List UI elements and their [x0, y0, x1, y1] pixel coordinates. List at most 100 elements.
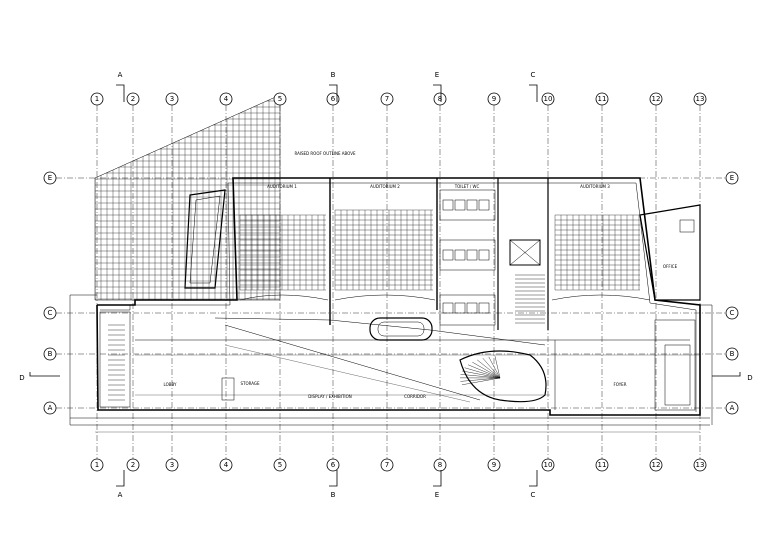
grid-col-bottom-12-label: 12 — [652, 461, 661, 469]
grid-col-bottom-12: 12 — [649, 458, 663, 472]
grid-col-bottom-13-label: 13 — [696, 461, 705, 469]
room-label-aud2: AUDITORIUM 2 — [370, 184, 400, 189]
grid-row-right-A-label: A — [730, 404, 735, 412]
grid-col-bottom-11-label: 11 — [598, 461, 607, 469]
grid-col-top-11: 11 — [595, 92, 609, 106]
grid-row-left-C: C — [43, 306, 57, 320]
grid-col-bottom-13: 13 — [693, 458, 707, 472]
grid-col-bottom-2: 2 — [126, 458, 140, 472]
section-markers: A B E C A B E C D D — [19, 71, 752, 499]
grid-col-bottom-4-label: 4 — [224, 461, 229, 469]
grid-col-bottom-6-label: 6 — [331, 461, 336, 469]
grid-col-bottom-4: 4 — [219, 458, 233, 472]
room-label-storage: STORAGE — [240, 381, 260, 386]
grid-row-right-E: E — [725, 171, 739, 185]
grid-col-top-3: 3 — [165, 92, 179, 106]
grid-col-top-6: 6 — [326, 92, 340, 106]
grid-col-top-1: 1 — [90, 92, 104, 106]
grid-row-left-A: A — [43, 401, 57, 415]
grid-col-top-1-label: 1 — [95, 95, 99, 103]
top-note: RAISED ROOF OUTLINE ABOVE — [294, 151, 356, 156]
grid-col-bottom-1-label: 1 — [95, 461, 99, 469]
room-label-lobby: LOBBY — [164, 382, 178, 387]
room-label-aud1: AUDITORIUM 1 — [267, 184, 297, 189]
grid-col-bottom-9-label: 9 — [492, 461, 496, 469]
grid-row-bubbles-right: E C B A — [725, 171, 739, 415]
section-bottom-2: E — [435, 491, 439, 499]
grid-col-top-13: 13 — [693, 92, 707, 106]
section-side-1: D — [747, 374, 752, 382]
section-top-0: A — [118, 71, 123, 79]
auditorium-walls — [239, 178, 651, 330]
grid-row-right-B-label: B — [730, 350, 735, 358]
grid-row-left-A-label: A — [48, 404, 53, 412]
grid-row-bubbles-left: E C B A — [43, 171, 57, 415]
grid-col-top-2-label: 2 — [131, 95, 135, 103]
grid-row-right-E-label: E — [730, 174, 734, 182]
grid-row-left-B-label: B — [48, 350, 53, 358]
grid-col-top-6-label: 6 — [331, 95, 336, 103]
section-bottom-3: C — [531, 491, 536, 499]
grid-col-bottom-8: 8 — [433, 458, 447, 472]
grid-col-bottom-1: 1 — [90, 458, 104, 472]
grid-col-bottom-5-label: 5 — [278, 461, 282, 469]
grid-col-bottom-6: 6 — [326, 458, 340, 472]
grid-col-bottom-11: 11 — [595, 458, 609, 472]
building-outline — [69, 177, 713, 433]
room-label-corridor: CORRIDOR — [404, 394, 426, 399]
room-label-office: OFFICE — [663, 264, 678, 269]
room-label-toilet: TOILET / WC — [454, 184, 480, 189]
grid-row-right-B: B — [725, 347, 739, 361]
grid-col-bottom-10: 10 — [541, 458, 555, 472]
section-bottom-0: A — [118, 491, 123, 499]
grid-col-top-9: 9 — [487, 92, 501, 106]
grid-col-top-7: 7 — [380, 92, 394, 106]
room-label-foyer: FOYER — [614, 382, 627, 387]
grid-col-top-10-label: 10 — [544, 95, 553, 103]
foyer-walls — [99, 311, 700, 411]
spiral-stair — [369, 317, 547, 403]
grid-row-right-A: A — [725, 401, 739, 415]
grid-col-bottom-2-label: 2 — [131, 461, 135, 469]
grid-row-right-C: C — [725, 306, 739, 320]
room-labels: AUDITORIUM 1 AUDITORIUM 2 AUDITORIUM 3 L… — [164, 151, 678, 399]
grid-col-bottom-8-label: 8 — [438, 461, 442, 469]
service-core — [439, 189, 545, 326]
grid-col-top-12-label: 12 — [652, 95, 661, 103]
grid-col-top-10: 10 — [541, 92, 555, 106]
entrance-ramp — [184, 189, 226, 289]
grid-row-left-C-label: C — [48, 309, 53, 317]
grid-col-bottom-9: 9 — [487, 458, 501, 472]
room-label-aud3: AUDITORIUM 3 — [580, 184, 610, 189]
grid-col-top-7-label: 7 — [385, 95, 389, 103]
grid-row-left-B: B — [43, 347, 57, 361]
grid-row-right-C-label: C — [730, 309, 735, 317]
grid-col-bottom-3-label: 3 — [170, 461, 174, 469]
section-top-3: C — [531, 71, 536, 79]
grid-col-bottom-10-label: 10 — [544, 461, 553, 469]
section-top-1: B — [331, 71, 336, 79]
grid-col-top-8: 8 — [433, 92, 447, 106]
grid-row-left-E-label: E — [48, 174, 52, 182]
grid-col-top-5-label: 5 — [278, 95, 282, 103]
section-bottom-1: B — [331, 491, 336, 499]
grid-col-top-8-label: 8 — [438, 95, 442, 103]
grid-col-top-11-label: 11 — [598, 95, 607, 103]
grid-col-bottom-7-label: 7 — [385, 461, 389, 469]
grid-col-top-13-label: 13 — [696, 95, 705, 103]
grid-col-top-4: 4 — [219, 92, 233, 106]
grid-col-top-4-label: 4 — [224, 95, 229, 103]
grid-col-bottom-5: 5 — [273, 458, 287, 472]
grid-row-left-E: E — [43, 171, 57, 185]
grid-col-top-9-label: 9 — [492, 95, 496, 103]
grid-col-top-2: 2 — [126, 92, 140, 106]
grid-col-top-12: 12 — [649, 92, 663, 106]
grid-col-top-5: 5 — [273, 92, 287, 106]
grid-col-bottom-3: 3 — [165, 458, 179, 472]
grid-col-bottom-7: 7 — [380, 458, 394, 472]
section-side-0: D — [19, 374, 24, 382]
